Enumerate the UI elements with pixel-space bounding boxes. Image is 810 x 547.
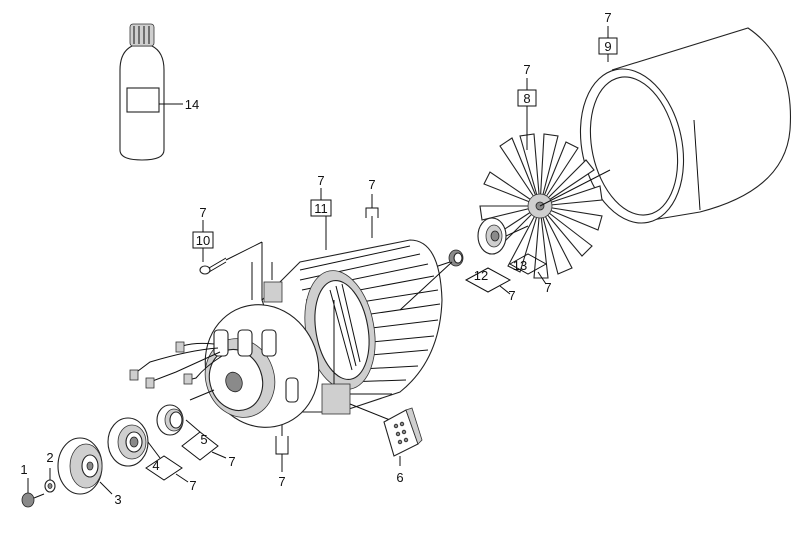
callout-5-qty: 7: [228, 454, 235, 469]
callout-12-qty: 7: [508, 288, 515, 303]
callout-11-qty: 7: [317, 173, 324, 188]
callout-11: 11: [314, 201, 328, 216]
callout-10-qty: 7: [199, 205, 206, 220]
part-13-bearing: [477, 217, 529, 255]
part-1-screw: [21, 478, 45, 508]
part-9-housing: [579, 27, 792, 224]
callout-1: 1: [20, 462, 27, 477]
callout-labels: 1 2 3 4 7 5 7 6 7 8 7 9 7 10 7 11 7 7 12…: [20, 10, 611, 507]
part-10-screw: [199, 241, 263, 300]
callout-2: 2: [46, 450, 53, 465]
part-12-nut: [431, 249, 464, 269]
callout-13-qty: 7: [544, 280, 551, 295]
callout-4: 4: [152, 458, 159, 473]
callout-10: 10: [196, 233, 210, 248]
motor-stator: [261, 216, 453, 436]
part-14-oil-bottle: [119, 23, 183, 161]
callout-3: 3: [114, 492, 121, 507]
part-2-washer: [44, 468, 56, 493]
part-3-pulley: [57, 437, 113, 495]
part-5-sleeve: [156, 404, 201, 436]
callout-8-qty: 7: [523, 62, 530, 77]
callout-9-qty: 7: [604, 10, 611, 25]
callout-6: 6: [396, 470, 403, 485]
callout-13: 13: [513, 258, 527, 273]
callout-4-qty: 7: [189, 478, 196, 493]
callout-brackets: [145, 26, 618, 483]
cable-leads: [129, 341, 223, 389]
motor-end-shield: [189, 262, 320, 428]
part-8-fan-wheel: [479, 133, 611, 279]
part-6-terminal-block: [383, 407, 423, 466]
callout-12: 12: [474, 268, 488, 283]
callout-14: 14: [185, 97, 199, 112]
callout-7-bottom: 7: [278, 474, 285, 489]
callout-9: 9: [604, 39, 611, 54]
callout-5: 5: [200, 432, 207, 447]
callout-7-top: 7: [368, 177, 375, 192]
callout-8: 8: [523, 91, 530, 106]
part-4-bearing: [107, 417, 161, 467]
